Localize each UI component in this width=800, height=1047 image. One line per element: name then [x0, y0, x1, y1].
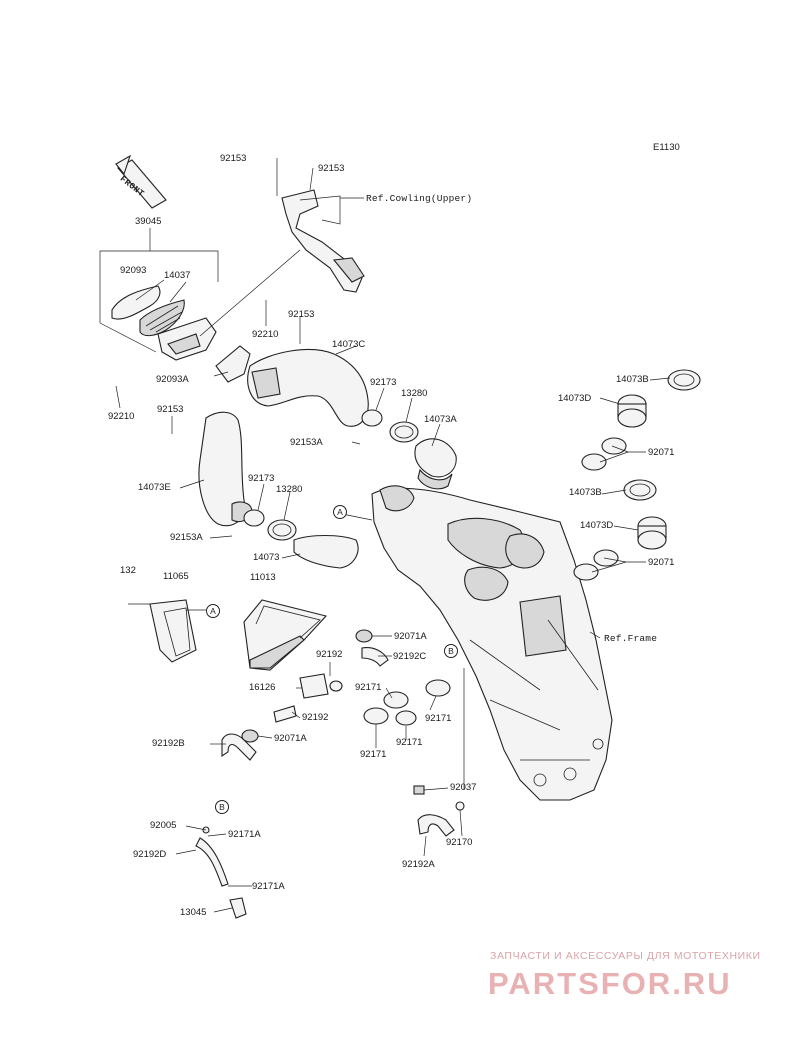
- label-92210-mid: 92210: [252, 329, 279, 340]
- part-92093A: [215, 345, 251, 383]
- label-14037: 14037: [164, 270, 191, 281]
- label-11065: 11065: [163, 571, 189, 582]
- label-92171-c: 92171: [396, 737, 423, 748]
- cover-11065: [128, 599, 206, 663]
- label-13045: 13045: [180, 907, 207, 918]
- label-92071-mid: 92071: [648, 557, 675, 568]
- frame-body: [371, 485, 613, 801]
- ring-92071-top: [581, 437, 627, 471]
- label-92071-top: 92071: [648, 447, 675, 458]
- duct-14073: [293, 535, 359, 569]
- label-92071A-upper: 92071A: [394, 631, 427, 642]
- cowling-stay-bracket: [199, 158, 365, 337]
- grommet-92071A-upper: [355, 629, 373, 643]
- callout-b-frame: B: [444, 644, 458, 658]
- hose-92192A: [413, 668, 465, 837]
- label-92153-top-left: 92153: [220, 153, 247, 164]
- label-11013: 11013: [250, 572, 276, 583]
- label-92071A-lower: 92071A: [274, 733, 307, 744]
- label-92171-d: 92171: [360, 749, 387, 760]
- valve-16126: [299, 673, 343, 699]
- watermark-brand: PARTSFOR.RU: [488, 966, 732, 1001]
- label-92171A-lower: 92171A: [252, 881, 285, 892]
- part-92093: [111, 285, 161, 320]
- label-14073E: 14073E: [138, 482, 171, 493]
- label-92153-mid: 92153: [288, 309, 315, 320]
- label-92192A: 92192A: [402, 859, 435, 870]
- ring-13280-lower: [267, 519, 297, 541]
- label-92093: 92093: [120, 265, 147, 276]
- callout-a-frame: A: [333, 505, 347, 519]
- funnel-14073B-top: [667, 369, 701, 391]
- watermark-tagline: ЗАПЧАСТИ И АКСЕССУАРЫ ДЛЯ МОТОТЕХНИКИ: [490, 950, 761, 962]
- kit-bracket-39045: [99, 228, 219, 353]
- label-92005: 92005: [150, 820, 177, 831]
- label-14073B-top: 14073B: [616, 374, 649, 385]
- ref-cowling-upper: Ref.Cowling(Upper): [366, 193, 473, 204]
- part-14037-mesh: [139, 299, 185, 337]
- front-arrow-icon: [115, 154, 167, 209]
- label-39045: 39045: [135, 216, 162, 227]
- grommet-92071A-lower: [241, 729, 259, 743]
- diagram-code: E1130: [653, 142, 680, 153]
- ref-frame: Ref.Frame: [604, 633, 658, 644]
- label-14073B-mid: 14073B: [569, 487, 602, 498]
- ring-92071-mid: [573, 549, 619, 581]
- label-92192B: 92192B: [152, 738, 185, 749]
- label-92153-top-right: 92153: [318, 163, 345, 174]
- duct-14073E: [198, 411, 253, 527]
- label-92173-upper: 92173: [370, 377, 397, 388]
- label-92192: 92192: [316, 649, 343, 660]
- label-132: 132: [120, 565, 136, 576]
- funnel-14073B-mid: [623, 479, 657, 501]
- part-air-duct-inlet: [157, 317, 217, 361]
- label-14073D-mid: 14073D: [580, 520, 614, 531]
- ring-92173-lower: [243, 509, 265, 527]
- label-92192C: 92192C: [393, 651, 427, 662]
- label-92153-left: 92153: [157, 404, 184, 415]
- label-92192-lower: 92192: [302, 712, 329, 723]
- hose-92192B: [221, 705, 297, 761]
- label-92170: 92170: [446, 837, 473, 848]
- label-92153A-lower: 92153A: [170, 532, 203, 543]
- duct-14073C: [247, 348, 369, 427]
- label-16126: 16126: [249, 682, 276, 693]
- label-92153A-upper: 92153A: [290, 437, 323, 448]
- label-14073D-top: 14073D: [558, 393, 592, 404]
- label-92192D: 92192D: [133, 849, 167, 860]
- label-13280-lower: 13280: [276, 484, 303, 495]
- label-92173-lower: 92173: [248, 473, 275, 484]
- callout-a-cover: A: [206, 604, 220, 618]
- label-14073: 14073: [253, 552, 280, 563]
- duct-14073A: [414, 438, 457, 490]
- label-92171A-upper: 92171A: [228, 829, 261, 840]
- label-92210-low: 92210: [108, 411, 135, 422]
- label-13280-upper: 13280: [401, 388, 428, 399]
- ring-13280-upper: [389, 421, 419, 443]
- callout-b-drain: B: [215, 800, 229, 814]
- label-92093A: 92093A: [156, 374, 189, 385]
- leader-lines: [115, 279, 671, 913]
- label-14073C: 14073C: [332, 339, 366, 350]
- label-92037: 92037: [450, 782, 477, 793]
- funnel-14073D-mid: [637, 516, 667, 550]
- ring-92173-upper: [361, 409, 383, 427]
- air-filter-11013: [243, 599, 328, 671]
- label-92171-a: 92171: [355, 682, 382, 693]
- funnel-14073D-top: [617, 394, 647, 428]
- label-14073A: 14073A: [424, 414, 457, 425]
- hose-92192C: [361, 647, 389, 667]
- label-92171-b: 92171: [425, 713, 452, 724]
- clamp-92171: [363, 679, 451, 726]
- drain-assembly: [195, 826, 247, 919]
